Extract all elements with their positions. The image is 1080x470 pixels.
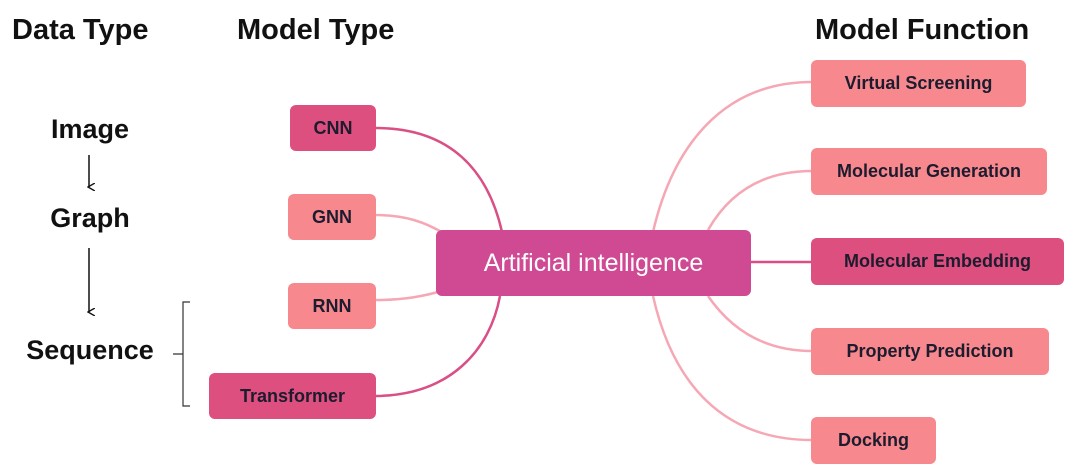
function-molecular-generation: Molecular Generation [811,148,1047,195]
data-type-graph: Graph [50,203,130,233]
function-molecular-embedding: Molecular Embedding [811,238,1064,285]
model-type-heading: Model Type [237,14,395,46]
sequence-bracket [173,301,190,407]
function-virtual-screening: Virtual Screening [811,60,1026,107]
model-type-gnn: GNN [288,194,376,240]
model-type-transformer: Transformer [209,373,376,419]
link-rnn [375,288,446,302]
model-function-heading: Model Function [815,14,1030,46]
link-property-prediction [706,295,813,353]
function-docking: Docking [811,417,936,464]
link-gnn [375,213,446,236]
data-type-heading: Data Type [12,14,149,46]
link-molecular-generation [706,169,813,231]
data-type-image: Image [50,114,130,144]
data-type-sequence: Sequence [26,335,154,365]
model-type-cnn: CNN [290,105,376,151]
link-cnn [375,126,504,233]
link-transformer [373,295,502,398]
model-type-rnn: RNN [288,283,376,329]
link-virtual-screening [651,80,813,233]
link-docking [651,295,813,442]
function-property-prediction: Property Prediction [811,328,1049,375]
center-node: Artificial intelligence [436,230,751,296]
